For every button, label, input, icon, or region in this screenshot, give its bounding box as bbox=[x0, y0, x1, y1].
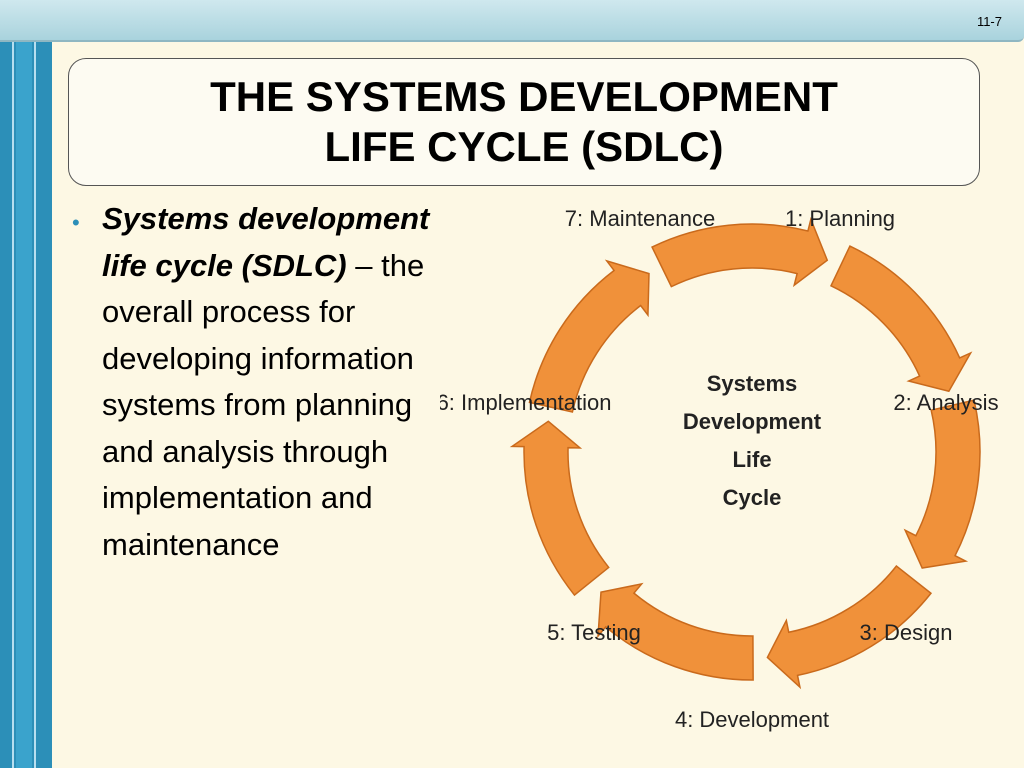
cycle-arrow-6 bbox=[509, 420, 610, 597]
bullet-list: • Systems development life cycle (SDLC) … bbox=[72, 196, 462, 568]
phase-label-5: 5: Testing bbox=[547, 620, 641, 645]
phase-label-3: 3: Design bbox=[860, 620, 953, 645]
bullet-definition: the overall process for developing infor… bbox=[102, 247, 425, 562]
left-decorative-stripe bbox=[0, 42, 52, 768]
title-box: THE SYSTEMS DEVELOPMENT LIFE CYCLE (SDLC… bbox=[68, 58, 980, 186]
bullet-dash: – bbox=[346, 247, 382, 283]
center-label-line: Development bbox=[683, 409, 822, 434]
slide-number: 11-7 bbox=[976, 14, 1002, 29]
bullet-item: Systems development life cycle (SDLC) – … bbox=[102, 196, 462, 568]
cycle-arrow-4 bbox=[766, 564, 933, 690]
top-bar: 11-7 bbox=[0, 0, 1024, 42]
center-label-line: Systems bbox=[707, 371, 798, 396]
center-label-line: Life bbox=[732, 447, 771, 472]
cycle-arrow-3 bbox=[903, 399, 981, 569]
phase-label-1: 1: Planning bbox=[785, 206, 895, 231]
cycle-arrow-7 bbox=[528, 259, 650, 413]
phase-label-7: 7: Maintenance bbox=[565, 206, 715, 231]
slide-title: THE SYSTEMS DEVELOPMENT LIFE CYCLE (SDLC… bbox=[210, 72, 838, 170]
phase-label-6: 6: Implementation bbox=[440, 390, 611, 415]
center-label-line: Cycle bbox=[723, 485, 782, 510]
phase-label-2: 2: Analysis bbox=[893, 390, 998, 415]
cycle-arrow-5 bbox=[597, 582, 754, 681]
cycle-arrow-1 bbox=[651, 216, 829, 288]
cycle-phase-labels: 1: Planning 2: Analysis 3: Design 4: Develo… bbox=[440, 206, 999, 732]
bullet-term: Systems development life cycle (SDLC) bbox=[102, 201, 430, 283]
cycle-arrow-2 bbox=[830, 245, 973, 393]
bullet-marker: • bbox=[72, 210, 80, 235]
phase-label-4: 4: Development bbox=[675, 707, 829, 732]
cycle-arrows bbox=[509, 216, 981, 690]
